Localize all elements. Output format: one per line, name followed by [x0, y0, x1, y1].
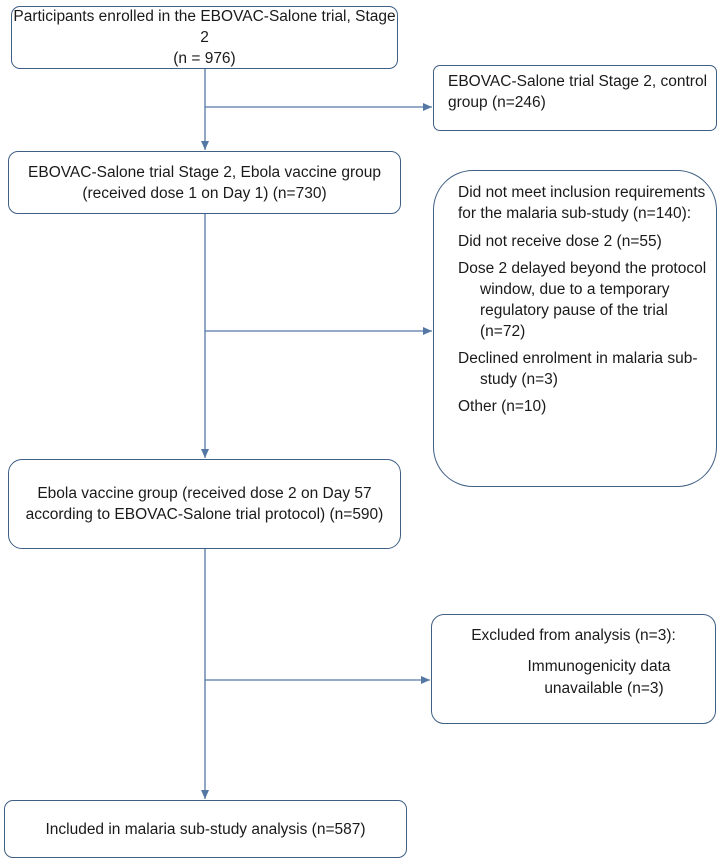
excluded-reason: Immunogenicity data unavailable (n=3): [527, 658, 671, 697]
enrolled-box-line2: (n = 976): [173, 50, 236, 67]
not-included-item: Dose 2 delayed beyond the protocol windo…: [458, 260, 707, 340]
control-box-line1: EBOVAC-Salone trial Stage 2, control: [448, 73, 708, 90]
vaccine-dose1-line2: (received dose 1 on Day 1) (n=730): [82, 184, 327, 202]
not-included-header: Did not meet inclusion requirements for …: [458, 184, 706, 222]
enrolled-box-line1: Participants enrolled in the EBOVAC-Salo…: [13, 8, 396, 46]
control-box-line2: group (n=246): [448, 94, 546, 111]
vaccine-dose1-box: EBOVAC-Salone trial Stage 2, Ebola vacci…: [8, 151, 401, 214]
analysis-label: Included in malaria sub-study analysis (…: [45, 820, 366, 838]
analysis-box: Included in malaria sub-study analysis (…: [4, 800, 407, 858]
vaccine-dose2-line2: according to EBOVAC-Salone trial protoco…: [25, 506, 384, 523]
vaccine-dose1-line1: EBOVAC-Salone trial Stage 2, Ebola vacci…: [28, 163, 381, 181]
not-included-item: Did not receive dose 2 (n=55): [458, 233, 662, 250]
enrolled-participants-box: Participants enrolled in the EBOVAC-Salo…: [11, 6, 398, 69]
excluded-box: Excluded from analysis (n=3): Immunogeni…: [431, 614, 716, 724]
not-included-box: Did not meet inclusion requirements for …: [433, 170, 717, 487]
not-included-item: Declined enrolment in malaria sub-study …: [458, 350, 698, 388]
vaccine-dose2-line1: Ebola vaccine group (received dose 2 on …: [37, 485, 372, 502]
vaccine-dose2-box: Ebola vaccine group (received dose 2 on …: [8, 459, 401, 549]
excluded-title: Excluded from analysis (n=3):: [471, 627, 676, 644]
not-included-item: Other (n=10): [458, 398, 547, 415]
control-group-box: EBOVAC-Salone trial Stage 2, control gro…: [433, 65, 717, 131]
